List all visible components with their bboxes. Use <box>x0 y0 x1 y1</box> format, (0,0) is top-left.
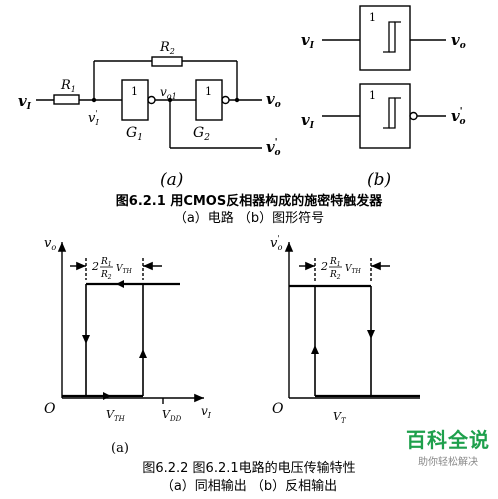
right-hysteresis-label: 2 R1 R2 VTH <box>320 257 362 281</box>
label-fig1-a: (a) <box>160 170 183 190</box>
label-vo-prime: v'o <box>266 138 281 158</box>
label-vin: vI <box>18 92 32 112</box>
g1-symbol-1: 1 <box>131 85 138 98</box>
svg-text:VTH: VTH <box>345 264 362 275</box>
left-origin: O <box>44 401 56 417</box>
left-y-label: vo <box>44 236 56 252</box>
fig2-subcaption: （a）同相输出 （b）反相输出 <box>160 479 338 494</box>
symbol-bottom-1: 1 <box>369 89 376 102</box>
svg-text:R2: R2 <box>329 270 341 281</box>
resistor-r2 <box>151 56 183 67</box>
fig1-subcaption: （a）电路 （b）图形符号 <box>173 211 325 226</box>
plot-right <box>284 242 420 399</box>
label-vo: vo <box>266 90 281 110</box>
schmitt-symbol-top <box>359 5 411 71</box>
watermark-subtitle: 助你轻松解决 <box>418 457 478 468</box>
left-hysteresis-label: 2 R1 R2 VTH <box>91 257 133 281</box>
label-symbol-bottom-in: vI <box>301 111 315 131</box>
svg-text:2: 2 <box>91 260 99 273</box>
left-vth: VTH <box>106 408 126 423</box>
resistor-r1 <box>53 94 80 105</box>
label-symbol-top-in: vI <box>301 31 315 51</box>
plot-left <box>57 242 204 404</box>
label-fig2-a: (a) <box>111 441 129 456</box>
svg-text:R1: R1 <box>100 257 112 268</box>
plot-right-arrows <box>311 330 375 354</box>
svg-text:2: 2 <box>320 260 328 273</box>
watermark: 百科全说 助你轻松解决 <box>406 424 490 468</box>
label-r1: R1 <box>60 78 76 94</box>
label-fig1-b: (b) <box>367 170 391 190</box>
label-r2: R2 <box>159 40 175 56</box>
right-origin: O <box>272 401 284 417</box>
symbol-b <box>322 5 446 149</box>
symbol-top-1: 1 <box>369 11 376 24</box>
plot-left-arrows <box>82 280 147 400</box>
left-vdd: VDD <box>162 408 182 423</box>
left-x-label: vI <box>201 404 212 420</box>
label-symbol-top-out: vo <box>451 31 466 51</box>
right-y-label: v'o <box>270 234 283 252</box>
g2-symbol-1: 1 <box>205 85 212 98</box>
junction-dots <box>91 97 240 103</box>
svg-text:VTH: VTH <box>116 264 133 275</box>
circuit-a <box>36 56 262 149</box>
svg-text:R2: R2 <box>100 270 112 281</box>
label-g2: G2 <box>193 125 210 143</box>
fig2-caption: 图6.2.2 图6.2.1电路的电压传输特性 <box>142 461 356 476</box>
fig1-caption: 图6.2.1 用CMOS反相器构成的施密特触发器 <box>115 194 383 209</box>
label-vi-prime: v'I <box>88 109 100 127</box>
svg-text:R1: R1 <box>329 257 341 268</box>
label-symbol-bottom-out: v'o <box>451 107 466 127</box>
watermark-title: 百科全说 <box>406 428 490 452</box>
label-g1: G1 <box>126 125 143 143</box>
schmitt-symbol-bottom <box>359 83 411 149</box>
right-vth: VT <box>333 410 347 425</box>
label-vo1: vo1 <box>160 85 177 101</box>
